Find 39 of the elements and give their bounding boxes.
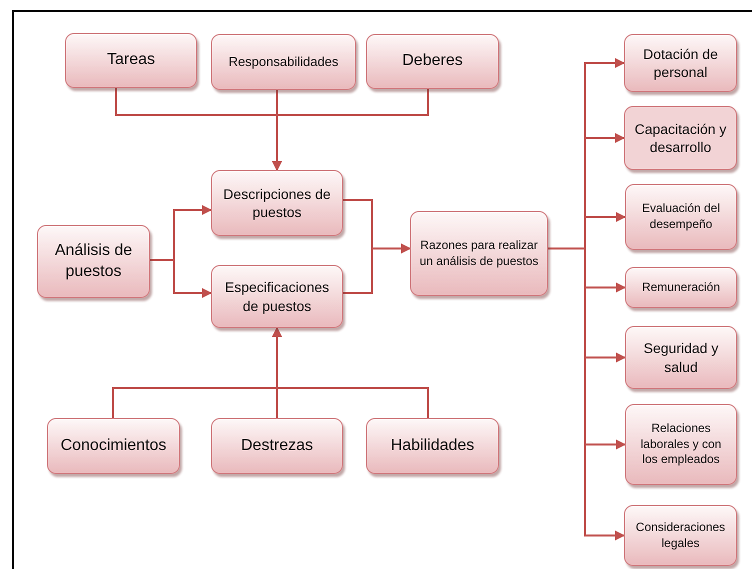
box-label: Destrezas — [240, 436, 314, 456]
connector-arrow — [272, 89, 429, 171]
process-box — [625, 184, 737, 250]
process-box — [625, 267, 737, 308]
process-box — [366, 418, 499, 474]
process-box — [211, 34, 356, 90]
process-box — [211, 418, 343, 474]
box-label: Conocimientos — [60, 436, 166, 456]
box-label: Especificaciones de puestos — [224, 278, 330, 315]
box-label: Remuneración — [642, 280, 720, 296]
box-label: Dotación de personal — [642, 44, 719, 82]
box-label: Razones para realizar un análisis de puestos — [418, 238, 540, 270]
process-box — [211, 170, 343, 236]
process-box — [625, 404, 737, 485]
process-box — [624, 34, 737, 92]
box-label: Relaciones laborales y con los empleados — [640, 421, 722, 468]
process-box — [211, 265, 343, 328]
connector-arrow — [548, 248, 625, 540]
connector-arrow — [272, 327, 429, 418]
process-box — [410, 211, 548, 296]
process-box — [47, 418, 180, 474]
box-label: Evaluación del desempeño — [640, 201, 722, 233]
box-label: Consideraciones legales — [634, 520, 726, 552]
box-label: Habilidades — [390, 436, 474, 456]
connector-arrow — [343, 244, 411, 294]
process-box — [624, 505, 737, 566]
box-label: Análisis de puestos — [54, 240, 134, 282]
process-box — [37, 225, 150, 298]
box-label: Capacitación y desarrollo — [634, 120, 728, 156]
process-box — [624, 106, 737, 170]
box-label: Tareas — [106, 50, 156, 70]
box-label: Seguridad y salud — [642, 339, 720, 376]
box-label: Descripciones de puestos — [222, 184, 332, 222]
connector-arrow — [150, 259, 212, 298]
box-label: Responsabilidades — [228, 54, 338, 70]
process-box — [65, 33, 197, 88]
box-label: Deberes — [402, 51, 463, 72]
process-box — [625, 326, 737, 389]
process-box — [366, 34, 499, 89]
